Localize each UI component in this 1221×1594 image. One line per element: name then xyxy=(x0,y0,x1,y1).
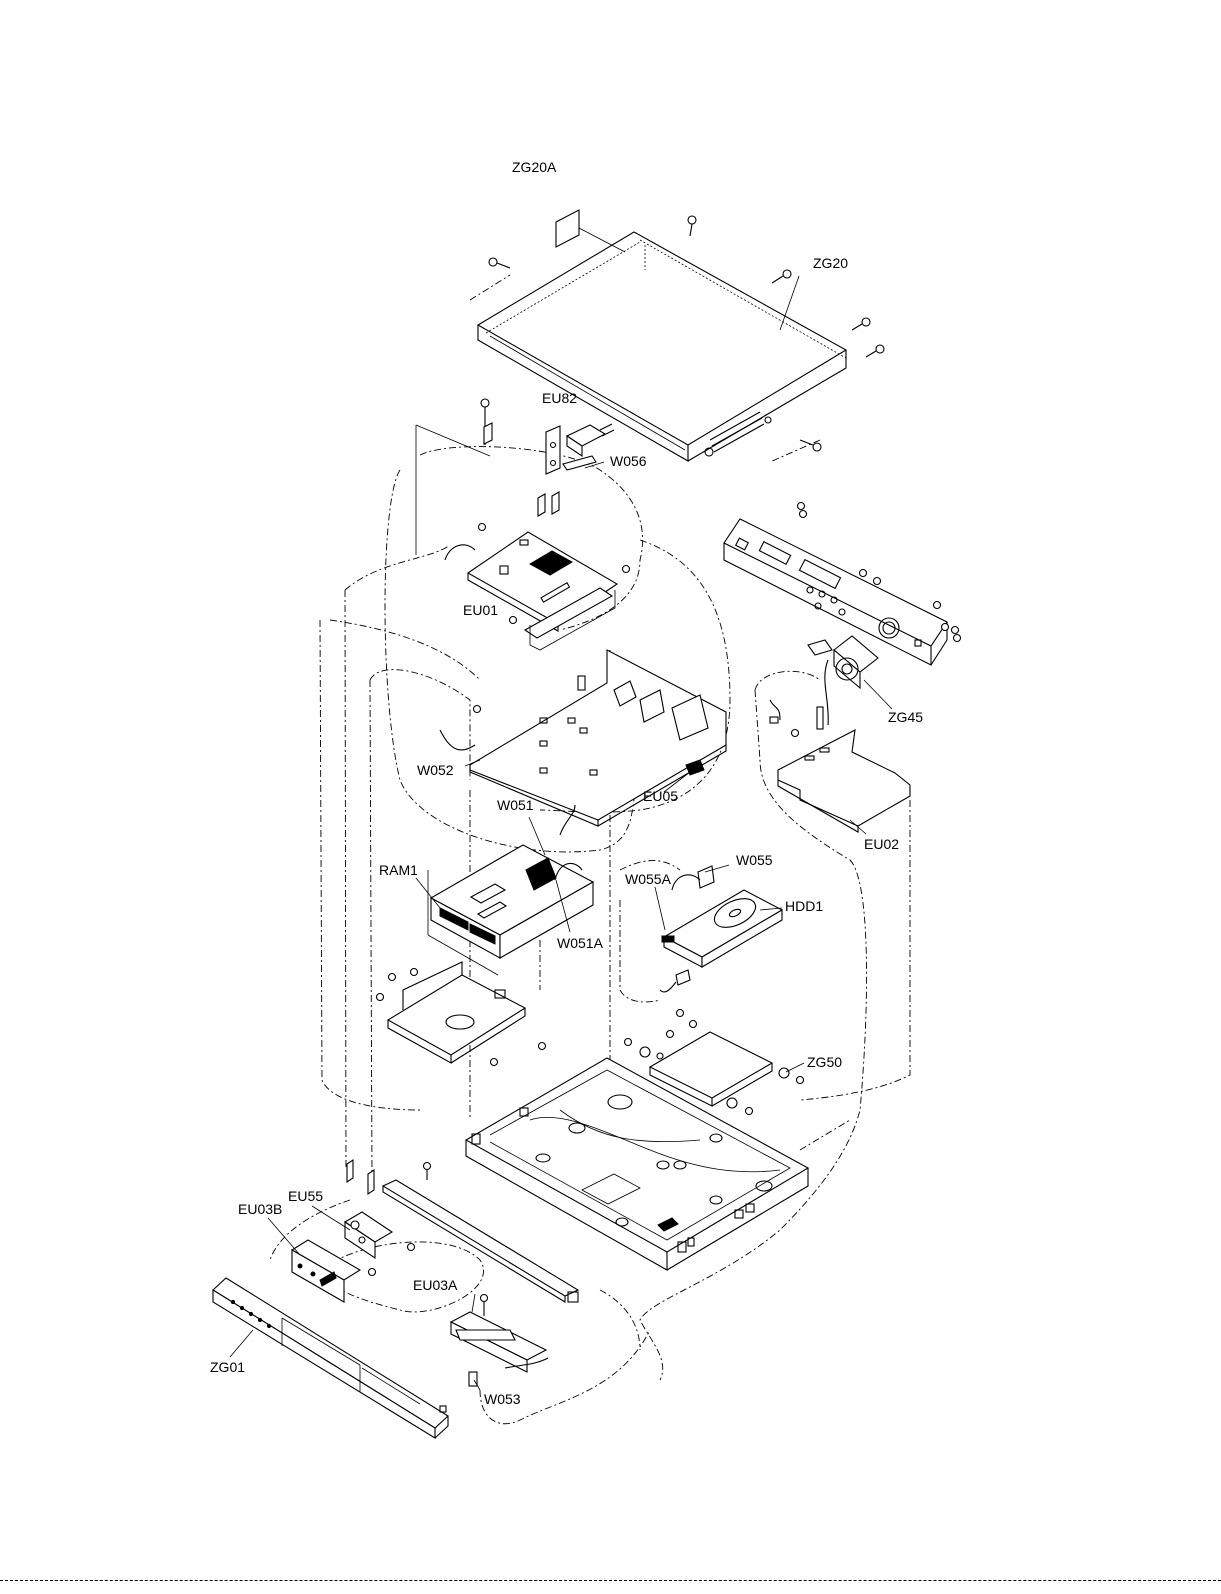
label-w055a: W055A xyxy=(625,871,672,887)
page-bottom-rule xyxy=(0,1580,1221,1581)
label-w051: W051 xyxy=(497,797,534,813)
label-hdd1: HDD1 xyxy=(785,898,823,914)
label-tag-zg20a xyxy=(556,210,579,247)
label-eu05: EU05 xyxy=(643,788,678,804)
label-eu82: EU82 xyxy=(542,390,577,406)
ram-bracket xyxy=(377,962,546,1066)
label-w052: W052 xyxy=(417,762,454,778)
label-w056: W056 xyxy=(610,453,647,469)
label-eu03a: EU03A xyxy=(413,1277,458,1293)
label-eu03b: EU03B xyxy=(238,1201,282,1217)
antenna-bracket xyxy=(416,399,614,555)
label-zg45: ZG45 xyxy=(888,709,923,725)
label-w051a: W051A xyxy=(557,935,604,951)
front-panel xyxy=(213,1278,448,1438)
eu05-main-board xyxy=(440,650,799,826)
label-w053: W053 xyxy=(484,1391,521,1407)
top-cover xyxy=(478,232,846,461)
rear-panel xyxy=(724,503,961,666)
label-ram1: RAM1 xyxy=(379,862,418,878)
label-zg20: ZG20 xyxy=(813,255,848,271)
label-zg50: ZG50 xyxy=(807,1054,842,1070)
eu55-board xyxy=(345,1160,415,1258)
eu03a-board xyxy=(451,1295,548,1387)
label-eu01: EU01 xyxy=(463,602,498,618)
label-zg20a: ZG20A xyxy=(512,159,557,175)
label-zg01: ZG01 xyxy=(210,1359,245,1375)
label-eu55: EU55 xyxy=(288,1188,323,1204)
label-w055: W055 xyxy=(736,852,773,868)
hdd1-drive xyxy=(660,866,782,992)
eu01-board xyxy=(445,492,630,650)
label-eu02: EU02 xyxy=(864,836,899,852)
bottom-chassis xyxy=(466,1058,850,1270)
